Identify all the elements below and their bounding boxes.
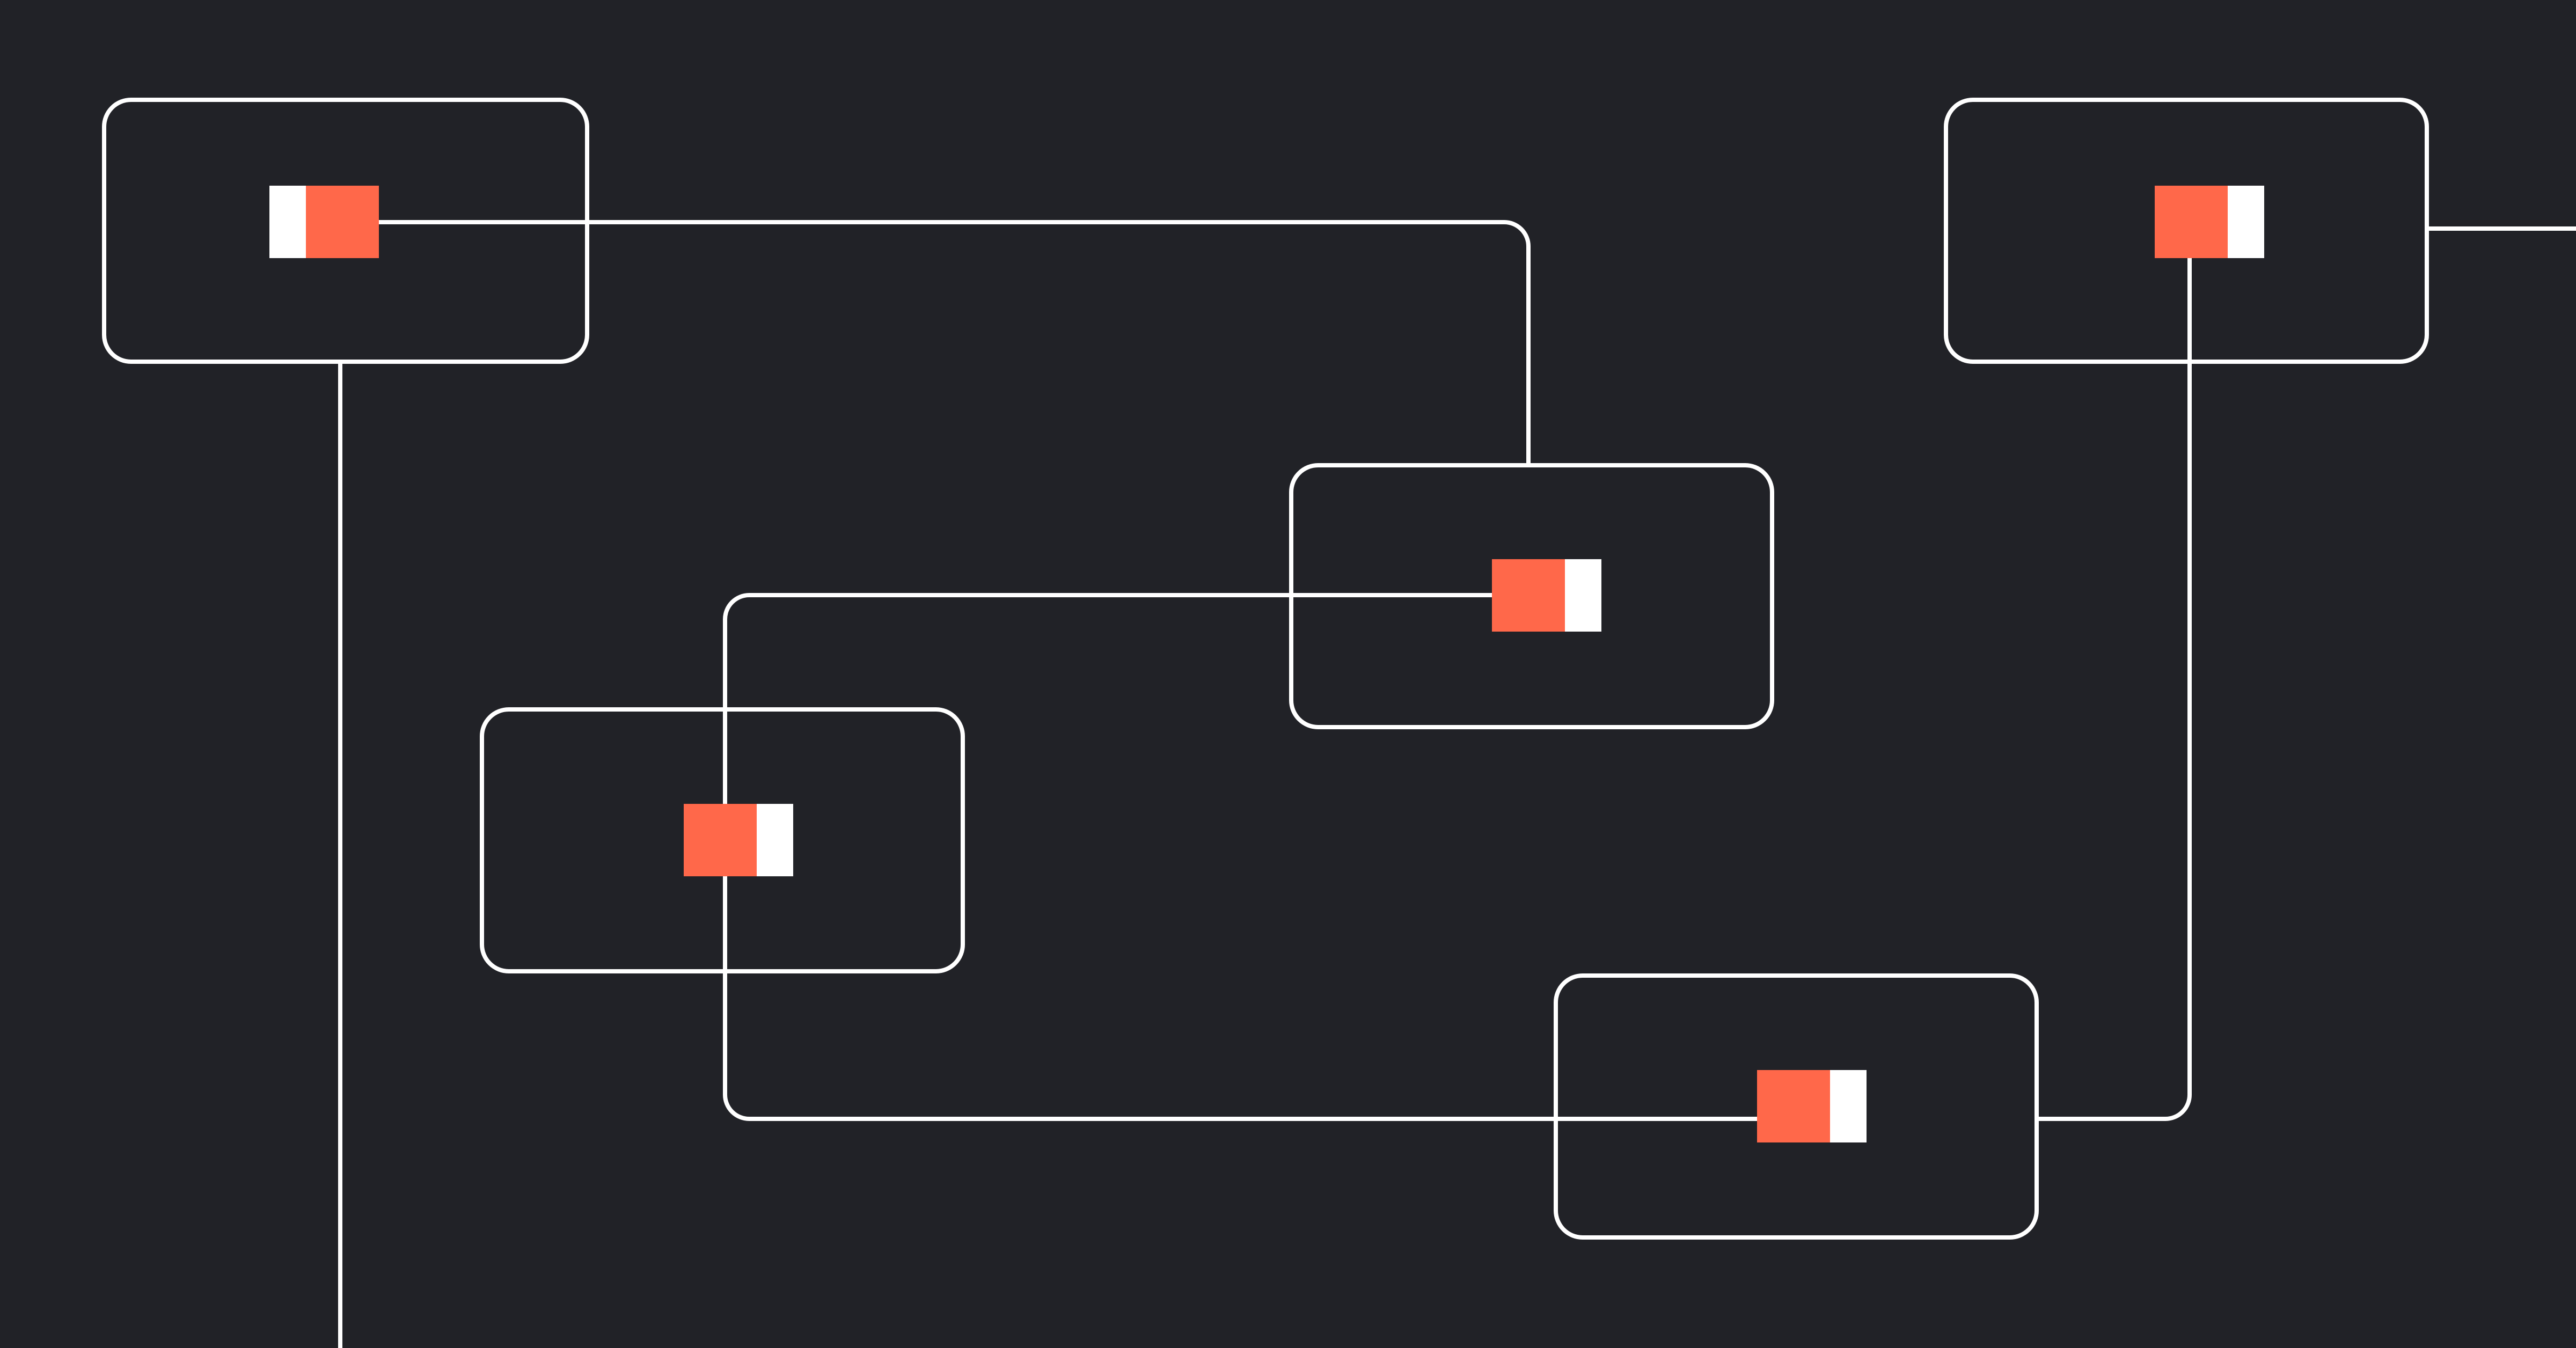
flag-icon-4 xyxy=(684,804,793,876)
flag-icon-1-segment-2 xyxy=(306,186,379,258)
flag-icon-2-segment-2 xyxy=(2228,186,2264,258)
flag-icon-3-segment-2 xyxy=(1565,559,1601,632)
flag-icon-1-segment-1 xyxy=(269,186,306,258)
flag-icon-5 xyxy=(1757,1070,1867,1142)
connector-topright-to-bottomright xyxy=(2039,258,2192,1121)
flag-icon-5-segment-2 xyxy=(1830,1070,1867,1142)
flag-icon-2 xyxy=(2155,186,2264,258)
flag-icon-1 xyxy=(269,186,379,258)
flag-icon-5-segment-1 xyxy=(1757,1070,1830,1142)
flag-icon-3 xyxy=(1492,559,1601,632)
flag-icon-4-segment-2 xyxy=(757,804,793,876)
flag-icon-2-segment-1 xyxy=(2155,186,2228,258)
flag-icon-4-segment-1 xyxy=(684,804,757,876)
flag-icon-3-segment-1 xyxy=(1492,559,1565,632)
connector-topleft-to-center xyxy=(379,220,1531,463)
